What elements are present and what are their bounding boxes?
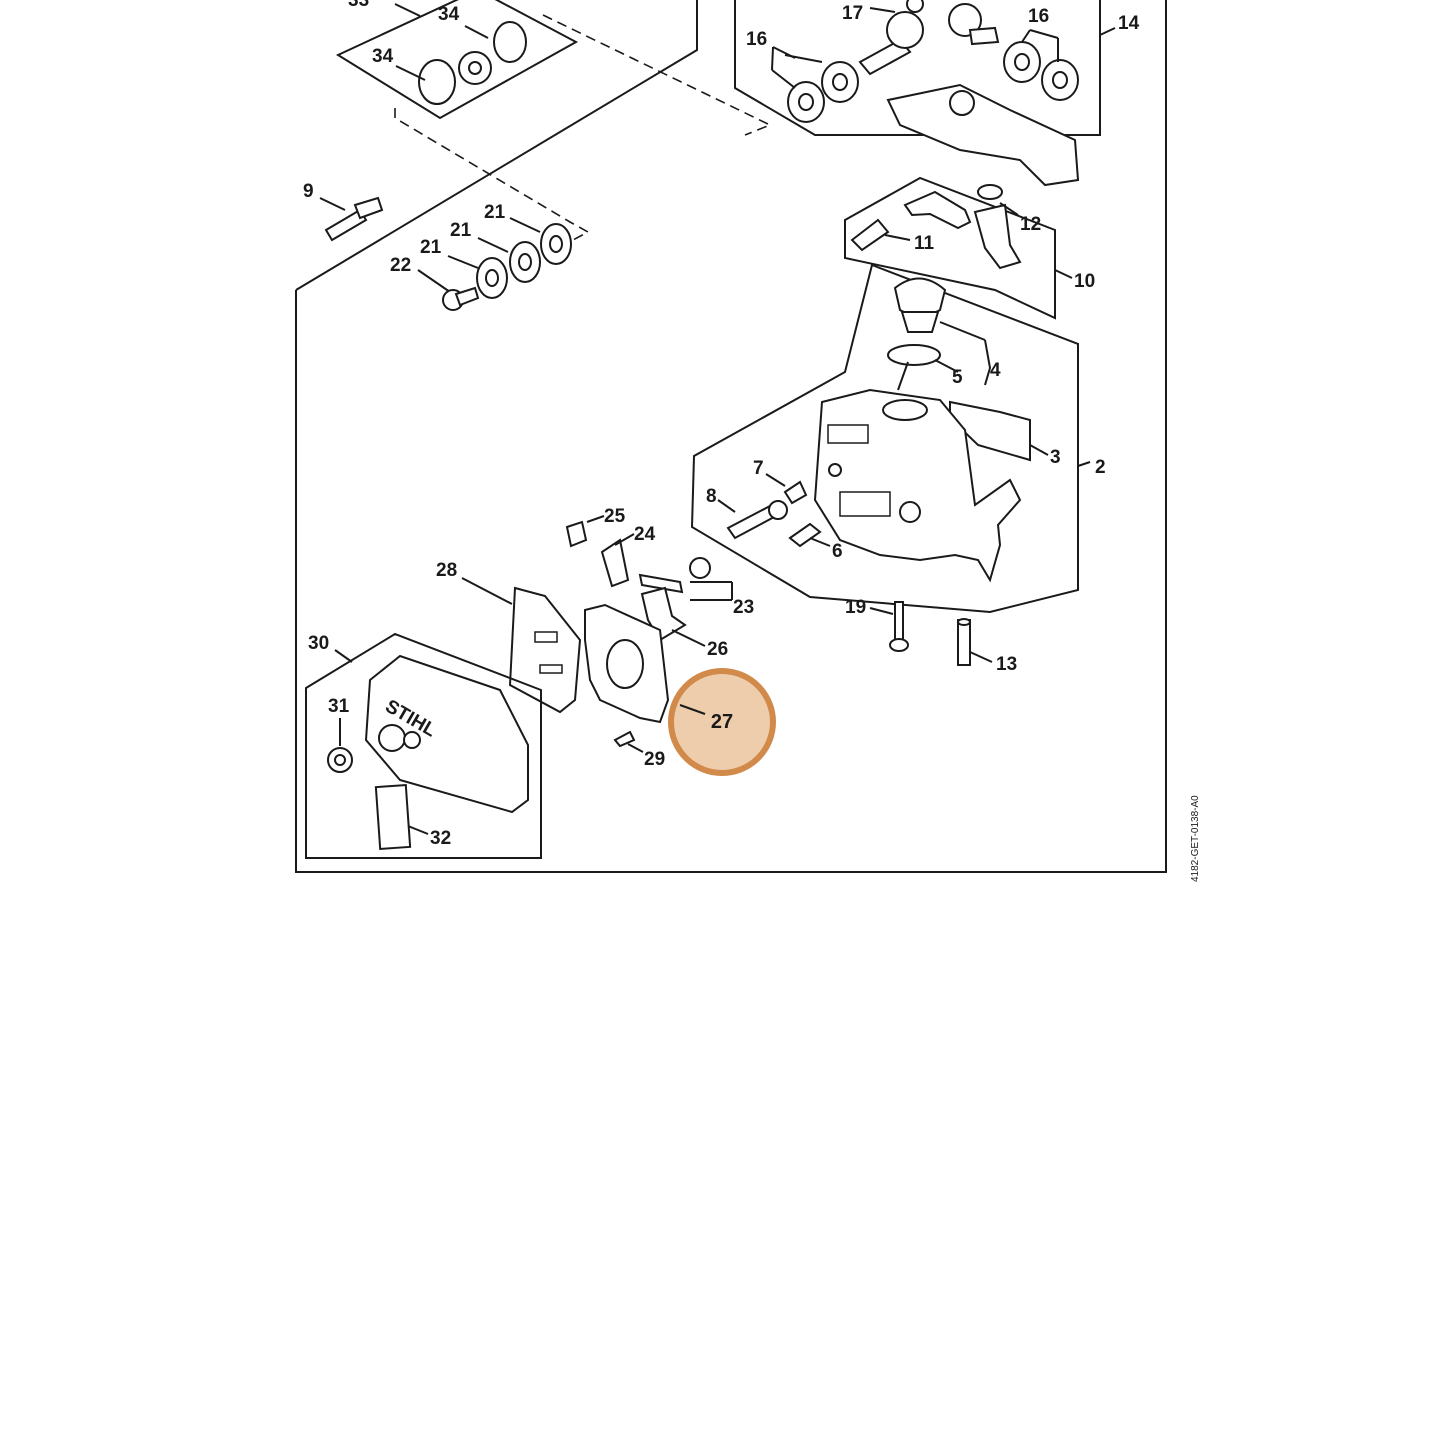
callout-23: 23 xyxy=(733,597,754,618)
oil-pump-group-box xyxy=(844,176,1073,320)
cover-plate-27[interactable] xyxy=(584,603,670,724)
sprocket-cover-30[interactable] xyxy=(364,654,529,814)
spacer-7[interactable] xyxy=(783,480,808,505)
callout-17: 17 xyxy=(842,3,863,24)
drawing-code: 4182-GET-0138-A0 xyxy=(1190,795,1201,882)
callout-21c: 21 xyxy=(420,237,442,258)
oil-hose[interactable] xyxy=(903,190,972,230)
highlight-label: 27 xyxy=(711,711,733,733)
callout-25: 25 xyxy=(604,506,626,527)
o-ring-12[interactable] xyxy=(977,184,1003,200)
bolt-6[interactable] xyxy=(788,522,822,548)
callout-6: 6 xyxy=(832,541,843,562)
washer-34b[interactable] xyxy=(493,21,527,63)
callout-11: 11 xyxy=(914,233,935,254)
callout-14: 14 xyxy=(1118,13,1140,34)
main-frame xyxy=(295,0,1167,873)
callout-4: 4 xyxy=(990,360,1001,381)
o-ring-5[interactable] xyxy=(887,344,941,366)
callout-26: 26 xyxy=(707,639,728,660)
callout-21a: 21 xyxy=(484,202,506,223)
gear-housing[interactable] xyxy=(886,83,1080,187)
screw-22[interactable] xyxy=(417,269,480,311)
callout-29: 29 xyxy=(644,749,665,770)
dashed-leader-lines xyxy=(394,14,772,256)
bracket-24[interactable] xyxy=(600,538,630,588)
pin-13[interactable] xyxy=(957,618,993,666)
filter-11[interactable] xyxy=(850,218,890,252)
callout-34b: 34 xyxy=(372,46,394,67)
callout-13: 13 xyxy=(996,654,1017,675)
drive-shaft[interactable] xyxy=(858,38,912,76)
washer-34a[interactable] xyxy=(418,59,456,105)
callout-9: 9 xyxy=(303,181,314,202)
pinion-gear[interactable] xyxy=(948,3,982,37)
callout-8: 8 xyxy=(706,486,717,507)
oil-pump[interactable] xyxy=(973,203,1022,270)
callout-34a: 34 xyxy=(438,4,460,25)
sprocket-group-box xyxy=(335,0,579,120)
screw-29[interactable] xyxy=(613,730,644,753)
callout-24: 24 xyxy=(634,524,656,545)
oil-filler-cap-4[interactable] xyxy=(893,277,947,317)
callout-33: 33 xyxy=(348,0,369,11)
adjusting-screw-23[interactable] xyxy=(638,573,684,594)
stud-9[interactable] xyxy=(319,196,384,242)
callout-3: 3 xyxy=(1050,447,1061,468)
callout-5: 5 xyxy=(952,367,963,388)
gearbox-group-box xyxy=(734,0,1116,187)
callout-28: 28 xyxy=(436,560,457,581)
callout-19: 19 xyxy=(845,597,866,618)
callout-21b: 21 xyxy=(450,220,472,241)
callout-12: 12 xyxy=(1020,214,1041,235)
screw-19[interactable] xyxy=(869,601,909,652)
highlight-27[interactable]: 27 xyxy=(668,668,776,776)
label-32[interactable] xyxy=(374,783,412,851)
housing-group-box xyxy=(690,263,1091,614)
callout-10: 10 xyxy=(1074,271,1095,292)
callout-7: 7 xyxy=(753,458,764,479)
callout-32: 32 xyxy=(430,828,451,849)
washer-set-21[interactable] xyxy=(447,217,572,299)
callout-16a: 16 xyxy=(746,29,767,50)
callout-16b: 16 xyxy=(1028,6,1049,27)
guide-plate-28[interactable] xyxy=(461,577,582,714)
clip-25[interactable] xyxy=(565,520,588,548)
sprocket-cover-group-box: STIHL xyxy=(305,632,542,859)
callout-30: 30 xyxy=(308,633,329,654)
bevel-gear[interactable] xyxy=(886,11,924,49)
callout-31: 31 xyxy=(328,696,350,717)
callout-22: 22 xyxy=(390,255,411,276)
callout-labels: 2 3 4 5 6 7 8 9 10 11 12 13 14 16 16 17 … xyxy=(303,0,1140,849)
callout-2: 2 xyxy=(1095,457,1106,478)
